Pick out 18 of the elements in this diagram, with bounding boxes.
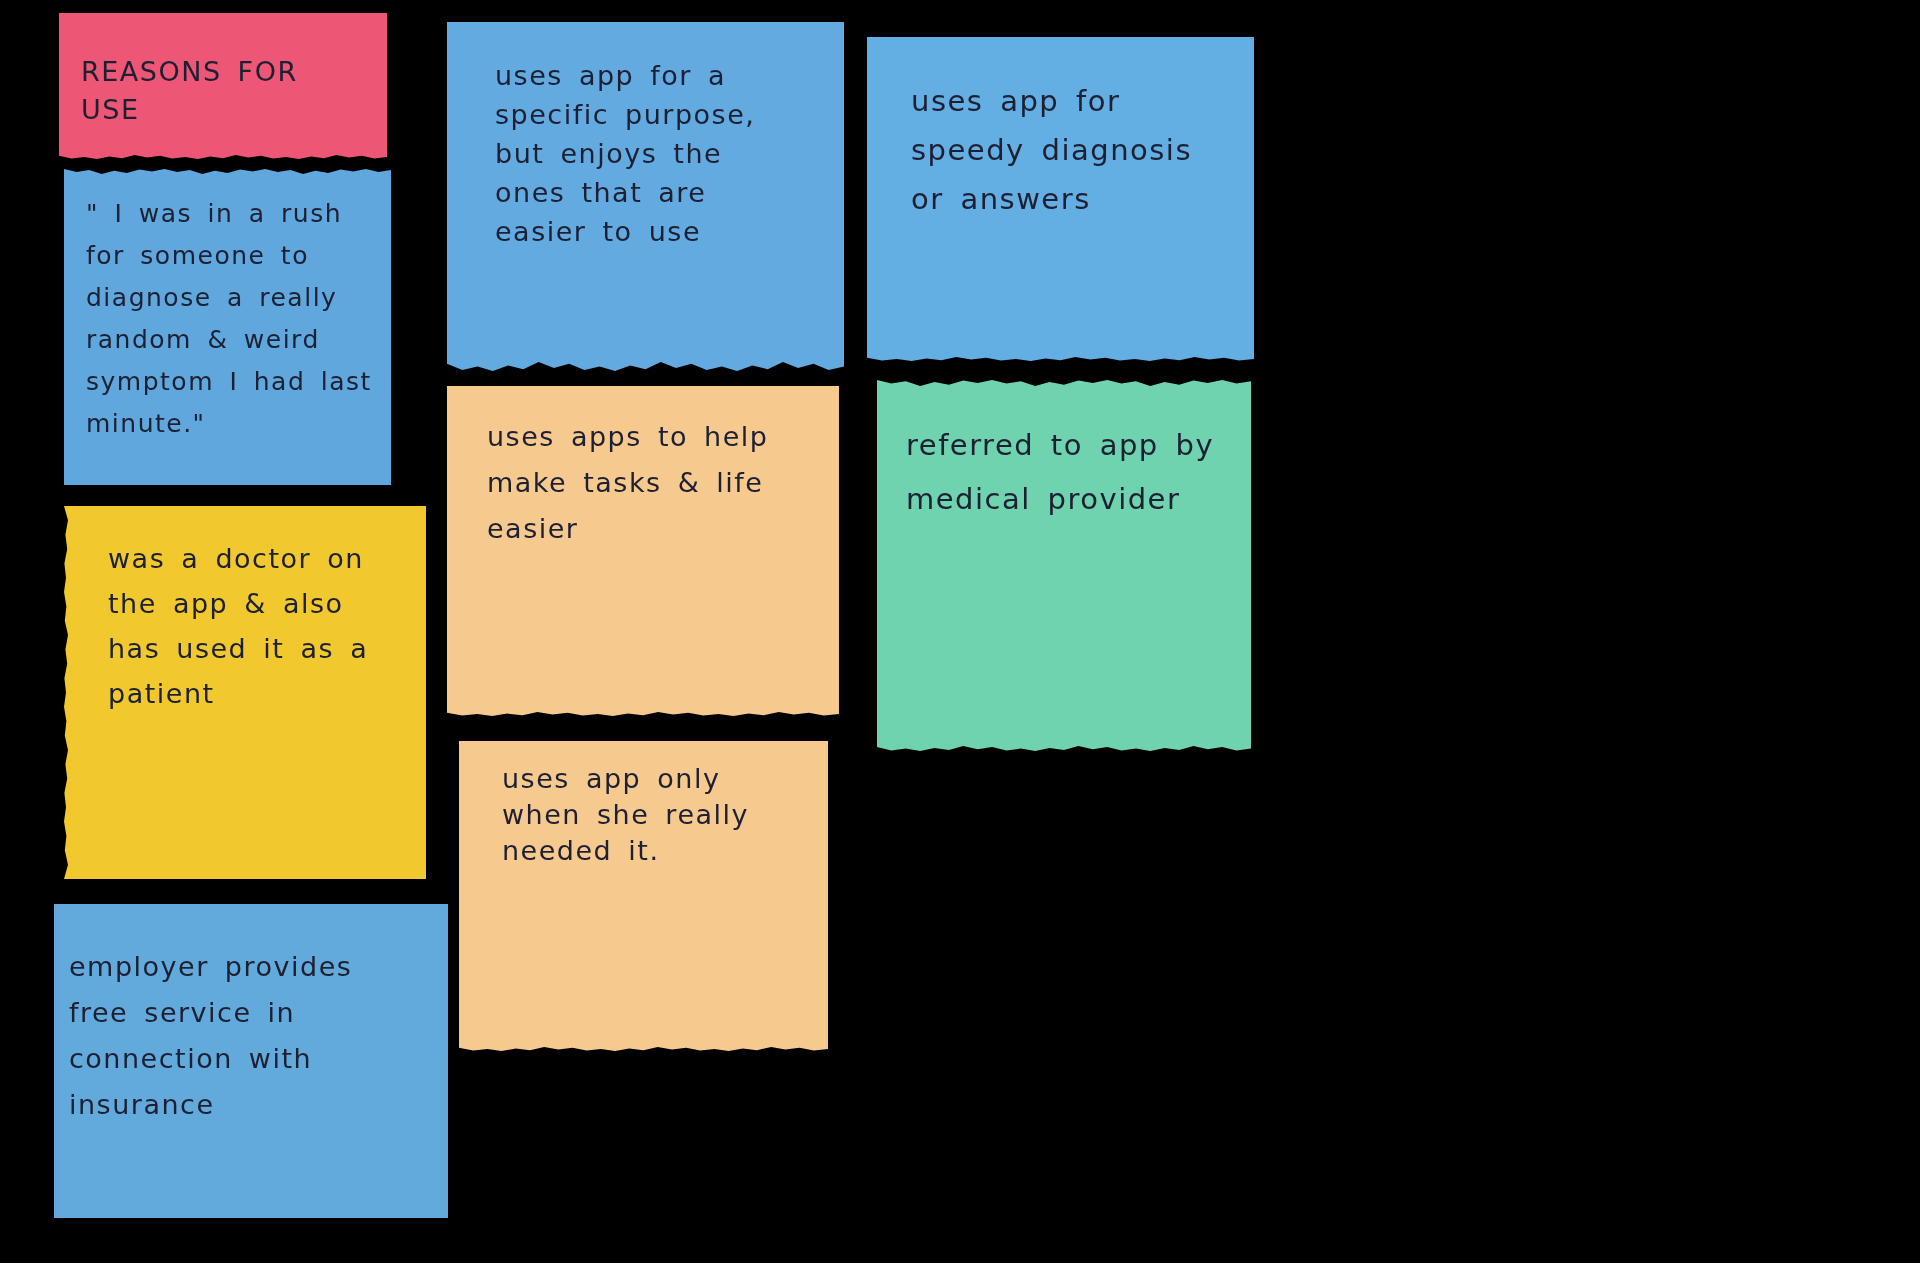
note-text: employer provides free service in connection with insurance bbox=[69, 950, 354, 1122]
sticky-note bbox=[59, 13, 387, 159]
note-text: referred to app by medical provider bbox=[906, 427, 1216, 518]
sticky-note bbox=[447, 22, 844, 371]
sticky-note bbox=[64, 506, 426, 879]
note-text: uses app for speedy diagnosis or answers bbox=[911, 83, 1194, 218]
note-heading: REASONS FOR USE bbox=[81, 55, 299, 127]
sticky-note bbox=[877, 380, 1251, 751]
note-text: " I was in a rush for someone to diagnose a really random & weird symptom I had last minute." bbox=[86, 198, 373, 440]
note-text: was a doctor on the app & also has used it as a patient bbox=[108, 542, 370, 711]
note-text: uses apps to help make tasks & life easier bbox=[487, 420, 770, 546]
sticky-note bbox=[867, 37, 1254, 361]
note-text: uses app for a specific purpose, but enjoys the ones that are easier to use bbox=[495, 59, 757, 249]
sticky-note bbox=[459, 741, 828, 1051]
note-text: uses app only when she really needed it. bbox=[502, 762, 751, 868]
sticky-note bbox=[54, 904, 448, 1218]
sticky-note bbox=[447, 386, 839, 716]
sticky-note bbox=[64, 169, 391, 485]
